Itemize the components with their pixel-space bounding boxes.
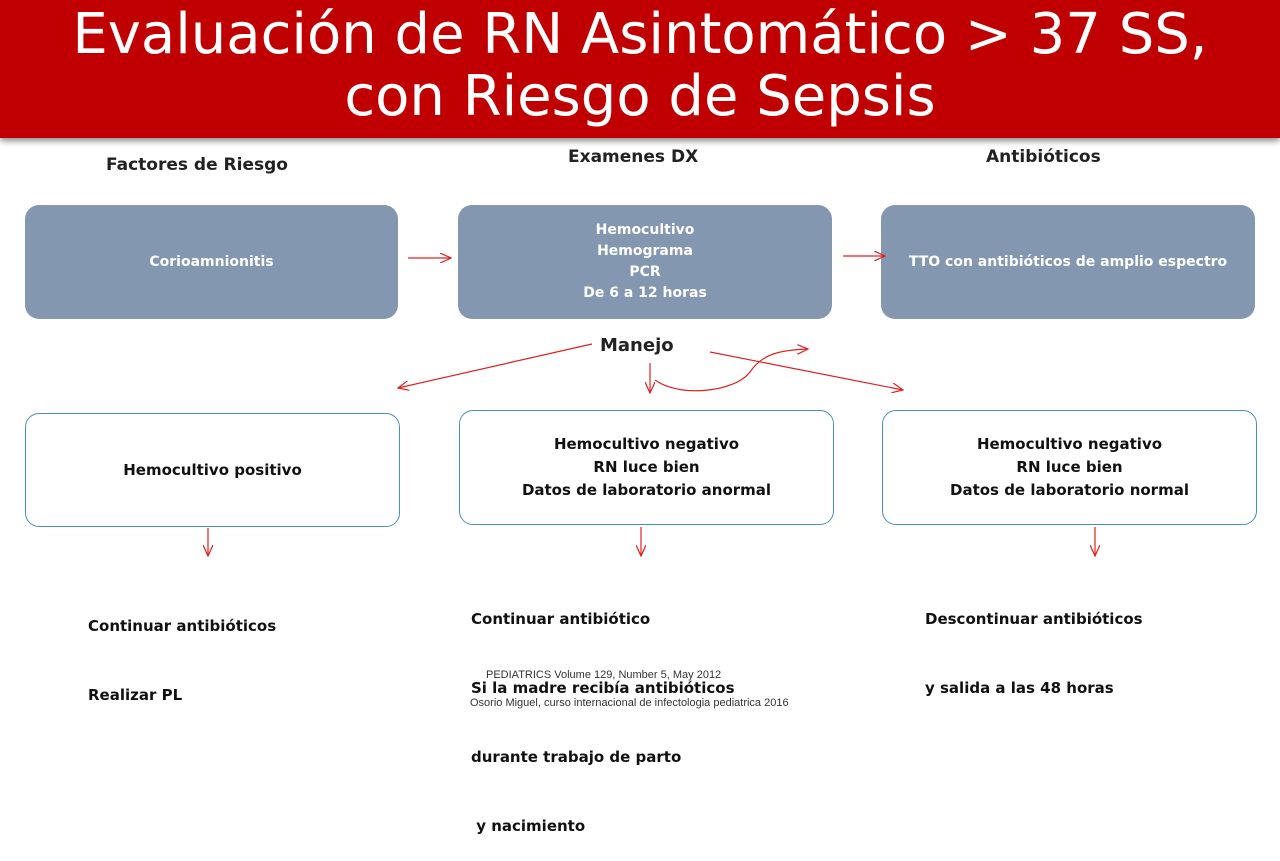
- reference-1: PEDIATRICS Volume 129, Number 5, May 201…: [486, 669, 722, 681]
- action-line: Si la madre recibía antibióticos: [471, 679, 735, 697]
- reference-2: Osorio Miguel, curso internacional de in…: [470, 697, 789, 709]
- exam-line: Hemograma: [597, 243, 693, 259]
- antibiotic-text: TTO con antibióticos de amplio espectro: [908, 253, 1228, 270]
- box-positive-culture: Hemocultivo positivo: [25, 413, 400, 527]
- slide-title: Evaluación de RN Asintomático > 37 SS, c…: [0, 4, 1280, 128]
- outcome-line: Datos de laboratorio anormal: [521, 481, 772, 499]
- box-negative-abnormal: Hemocultivo negativo RN luce bien Datos …: [459, 410, 834, 525]
- arrow-loop: [654, 349, 808, 392]
- box-diagnostic-exams: Hemocultivo Hemograma PCR De 6 a 12 hora…: [458, 205, 832, 319]
- risk-factor-text: Corioamnionitis: [149, 253, 274, 270]
- title-line-2: con Riesgo de Sepsis: [344, 64, 936, 129]
- outcome-line: RN luce bien: [593, 458, 700, 476]
- header-risk-factors: Factores de Riesgo: [106, 155, 288, 175]
- action-left: Continuar antibióticos Realizar PL: [88, 569, 276, 730]
- action-line: Realizar PL: [88, 686, 183, 704]
- exam-line: Hemocultivo: [595, 222, 695, 238]
- title-banner: Evaluación de RN Asintomático > 37 SS, c…: [0, 0, 1280, 138]
- exam-line: PCR: [629, 264, 661, 280]
- box-antibiotic-treatment: TTO con antibióticos de amplio espectro: [881, 205, 1255, 319]
- arrow-manejo-to-right: [709, 351, 903, 390]
- action-line: durante trabajo de parto: [471, 748, 682, 766]
- arrow-manejo-to-left: [398, 343, 593, 388]
- action-line: Continuar antibióticos: [88, 617, 277, 635]
- outcome-line: Datos de laboratorio normal: [950, 481, 1189, 499]
- outcome-line: Hemocultivo positivo: [123, 460, 302, 479]
- box-risk-factor: Corioamnionitis: [25, 205, 398, 319]
- action-line: Continuar antibiótico: [471, 610, 651, 628]
- title-line-1: Evaluación de RN Asintomático > 37 SS,: [72, 2, 1208, 67]
- action-right: Descontinuar antibióticos y salida a las…: [925, 562, 1143, 723]
- exam-line: De 6 a 12 horas: [583, 285, 707, 301]
- flow-arrows: [0, 0, 1280, 720]
- outcome-line: RN luce bien: [1016, 458, 1123, 476]
- box-negative-normal: Hemocultivo negativo RN luce bien Datos …: [882, 410, 1257, 525]
- header-exams: Examenes DX: [568, 147, 699, 167]
- outcome-line: Hemocultivo negativo: [976, 435, 1163, 453]
- outcome-line: Hemocultivo negativo: [553, 435, 740, 453]
- manejo-label: Manejo: [600, 335, 674, 356]
- action-line: Descontinuar antibióticos: [925, 610, 1143, 628]
- action-line: y salida a las 48 horas: [925, 679, 1114, 697]
- header-antibiotics: Antibióticos: [986, 147, 1101, 167]
- action-line: y nacimiento: [471, 817, 586, 835]
